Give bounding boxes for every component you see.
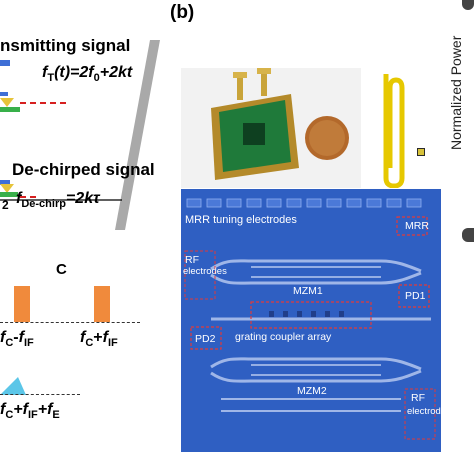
stack-icon-3 xyxy=(0,180,10,185)
label-mrr: MRR xyxy=(405,220,429,232)
green-base-icon-1 xyxy=(0,107,20,112)
label-mzm1: MZM1 xyxy=(293,285,323,297)
spectrum-center-label: C xyxy=(56,261,67,278)
cyan-peak xyxy=(0,377,26,395)
label-grating-coupler-array: grating coupler array xyxy=(235,331,332,343)
device-trapezoid xyxy=(0,40,160,230)
packaged-chip-photo xyxy=(181,68,441,188)
label-mzm2: MZM2 xyxy=(297,385,327,397)
dechirp-equation: fDe-chirp=2kτ xyxy=(16,190,100,211)
red-dashed-arrow-1 xyxy=(20,102,66,104)
spectrum-baseline xyxy=(0,322,140,323)
yellow-cone-icon-1 xyxy=(0,98,14,107)
panel-c-dark-marker-2 xyxy=(462,228,474,242)
stack-icon-2 xyxy=(0,92,8,96)
freq-label-right: fC+fIF xyxy=(80,329,118,350)
panel-a: nsmitting signal fT(t)=2f0+2kt De-chirpe… xyxy=(0,0,180,474)
label-rf-bottom-electrodes: electrodes xyxy=(407,406,441,417)
label-pd1: PD1 xyxy=(405,290,426,302)
dechirped-title: De-chirped signal xyxy=(12,160,155,179)
spectrum-bar-right xyxy=(94,286,110,322)
packaged-chip-drawing xyxy=(211,68,441,188)
stack-icon-1 xyxy=(0,60,10,66)
spectrum-baseline-2 xyxy=(0,394,80,395)
green-base-icon-2 xyxy=(0,192,18,197)
transmitting-title: nsmitting signal xyxy=(0,36,131,55)
red-dashed-arrow-2 xyxy=(20,196,36,198)
yellow-cone-icon-2 xyxy=(0,184,14,193)
label-rf-top-electrodes: electrodes xyxy=(183,266,227,277)
label-rf-top: RF xyxy=(185,254,199,266)
panel-c-ylabel: Normalized Power xyxy=(448,35,464,150)
chip-layout-drawing xyxy=(181,189,441,452)
label-pd2: PD2 xyxy=(195,333,216,345)
freq-label-bottom: fC+fIF+fE xyxy=(0,401,60,422)
label-mrr-tuning-electrodes: MRR tuning electrodes xyxy=(185,214,297,226)
label-rf-bottom: RF xyxy=(411,392,425,404)
ft-equation: fT(t)=2f0+2kt xyxy=(42,64,133,85)
panel-c-dark-marker xyxy=(462,0,474,10)
panel-b-label: (b) xyxy=(170,2,195,23)
spectrum-bar-left xyxy=(14,286,30,322)
freq-label-left: fC-fIF xyxy=(0,329,34,350)
small-label-2: 2 xyxy=(2,198,9,212)
chip-micrograph: MRR tuning electrodes MRR RF electrodes … xyxy=(181,189,441,452)
